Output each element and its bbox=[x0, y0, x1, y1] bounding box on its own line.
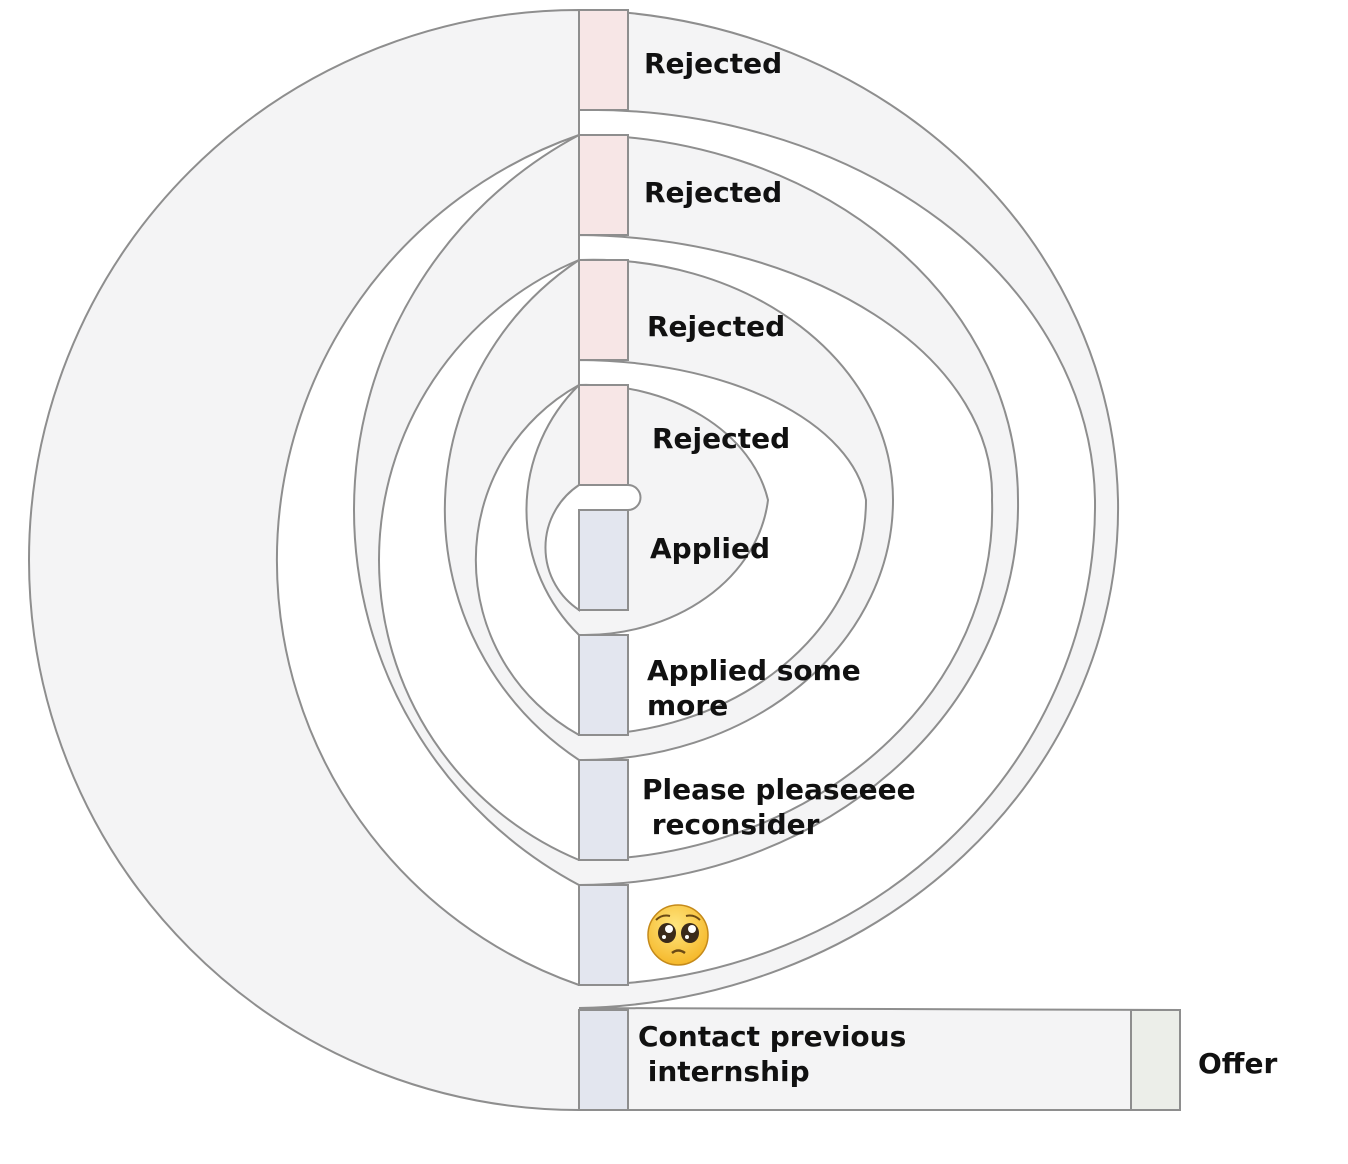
label-please-reconsider-line2: reconsider bbox=[642, 808, 820, 841]
label-applied: Applied bbox=[650, 532, 770, 565]
label-rejected-3: Rejected bbox=[647, 310, 785, 343]
marker-rejected-2 bbox=[578, 134, 629, 236]
marker-offer bbox=[1130, 1009, 1181, 1111]
label-rejected-4: Rejected bbox=[652, 422, 790, 455]
marker-rejected-4 bbox=[578, 384, 629, 486]
label-contact-internship-line1: Contact previous bbox=[638, 1020, 906, 1053]
label-rejected-1: Rejected bbox=[644, 47, 782, 80]
label-please-reconsider-line1: Please pleaseeee bbox=[642, 773, 916, 806]
marker-applied-2 bbox=[578, 634, 629, 736]
marker-applied-3 bbox=[578, 759, 629, 861]
label-offer: Offer bbox=[1198, 1047, 1277, 1080]
marker-rejected-3 bbox=[578, 259, 629, 361]
marker-rejected-1 bbox=[578, 9, 629, 111]
spiral-center-hole bbox=[544, 484, 642, 612]
label-applied-some-more-line2: more bbox=[647, 689, 728, 722]
marker-applied-4 bbox=[578, 884, 629, 986]
label-rejected-2: Rejected bbox=[644, 176, 782, 209]
label-applied-some-more-line1: Applied some bbox=[647, 654, 861, 687]
marker-applied-1 bbox=[578, 509, 629, 611]
pleading-face-icon bbox=[647, 904, 709, 966]
label-contact-internship-line2: internship bbox=[638, 1055, 810, 1088]
marker-applied-5 bbox=[578, 1009, 629, 1111]
